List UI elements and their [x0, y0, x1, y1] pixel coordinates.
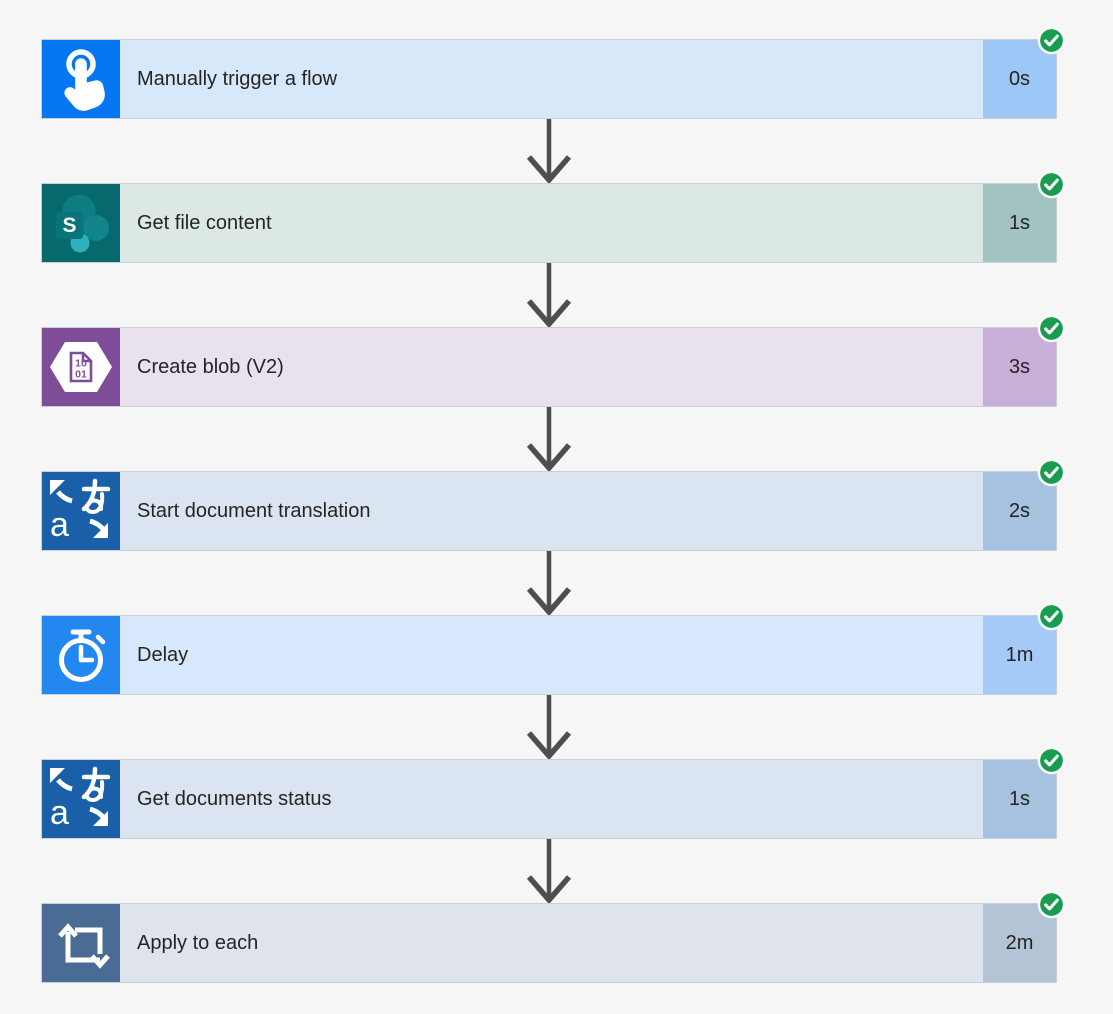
step-body: Get documents status — [120, 760, 983, 838]
step-label: Start document translation — [137, 499, 371, 522]
flow-step-start-document-translation[interactable]: Start document translation 2s — [41, 472, 1056, 551]
flow-step-get-documents-status[interactable]: Get documents status 1s — [41, 760, 1056, 839]
step-label: Apply to each — [137, 931, 259, 954]
step-body: Manually trigger a flow — [120, 40, 983, 118]
flow-step-manually-trigger-a-flow[interactable]: Manually trigger a flow 0s — [41, 40, 1056, 119]
step-duration: 1m — [983, 616, 1056, 694]
status-success-badge — [1037, 26, 1066, 55]
step-body: Apply to each — [120, 904, 983, 982]
step-duration: 2s — [983, 472, 1056, 550]
flow-step-get-file-content[interactable]: Get file content 1s — [41, 184, 1056, 263]
flow-connector-arrow — [42, 694, 1056, 760]
step-label: Manually trigger a flow — [137, 67, 338, 90]
stopwatch-icon — [42, 616, 120, 694]
flow-run-diagram: Manually trigger a flow 0s Get file cont… — [41, 40, 1056, 983]
loop-icon — [42, 904, 120, 982]
manual-trigger-touch-icon — [42, 40, 120, 118]
status-success-badge — [1037, 458, 1066, 487]
step-duration: 2m — [983, 904, 1056, 982]
step-duration: 0s — [983, 40, 1056, 118]
step-duration: 3s — [983, 328, 1056, 406]
step-label: Get file content — [137, 211, 272, 234]
step-duration: 1s — [983, 760, 1056, 838]
status-success-badge — [1037, 602, 1066, 631]
blob-binary-document-icon — [42, 328, 120, 406]
status-success-badge — [1037, 746, 1066, 775]
step-body: Start document translation — [120, 472, 983, 550]
flow-connector-arrow — [42, 838, 1056, 904]
status-success-badge — [1037, 170, 1066, 199]
translator-icon — [42, 472, 120, 550]
step-label: Get documents status — [137, 787, 332, 810]
status-success-badge — [1037, 890, 1066, 919]
flow-step-apply-to-each[interactable]: Apply to each 2m — [41, 904, 1056, 983]
flow-connector-arrow — [42, 550, 1056, 616]
flow-connector-arrow — [42, 262, 1056, 328]
step-duration: 1s — [983, 184, 1056, 262]
step-label: Create blob (V2) — [137, 355, 284, 378]
translator-icon — [42, 760, 120, 838]
step-label: Delay — [137, 643, 189, 666]
flow-step-delay[interactable]: Delay 1m — [41, 616, 1056, 695]
step-body: Delay — [120, 616, 983, 694]
sharepoint-icon — [42, 184, 120, 262]
flow-connector-arrow — [42, 406, 1056, 472]
status-success-badge — [1037, 314, 1066, 343]
step-body: Create blob (V2) — [120, 328, 983, 406]
flow-connector-arrow — [42, 118, 1056, 184]
step-body: Get file content — [120, 184, 983, 262]
flow-step-create-blob-v2[interactable]: Create blob (V2) 3s — [41, 328, 1056, 407]
